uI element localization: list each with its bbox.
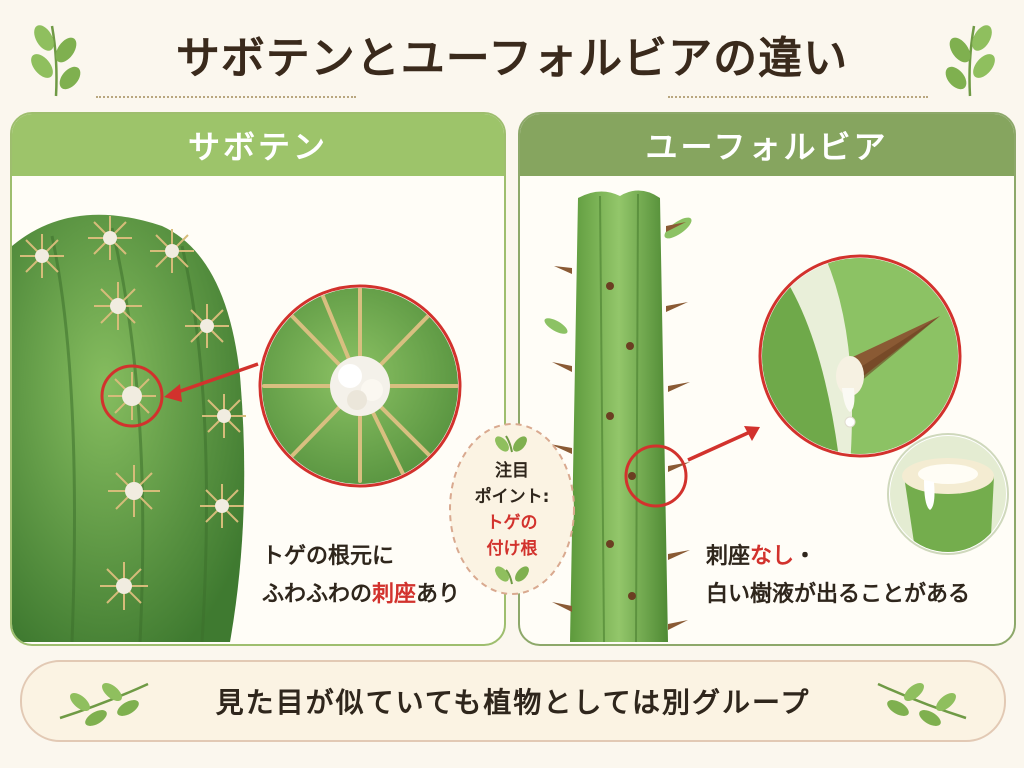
- highlight-circle: [100, 364, 164, 428]
- caption-highlight: 刺座: [372, 582, 417, 607]
- cut-stem-detail: [890, 436, 1006, 552]
- cactus-panel-heading: サボテン: [12, 114, 504, 176]
- leaf-sprig-icon: [945, 25, 995, 97]
- euphorbia-panel-heading: ユーフォルビア: [520, 114, 1014, 176]
- focus-point-highlight: トゲの: [486, 513, 538, 533]
- highlight-circle: [624, 444, 688, 508]
- caption-text: 刺座: [706, 544, 751, 569]
- cactus-panel: サボテン: [10, 112, 506, 646]
- focus-point-badge: 注目 ポイント: トゲの 付け根: [446, 420, 578, 598]
- euphorbia-illustration: [544, 190, 1009, 642]
- focus-point-line: ポイント:: [474, 487, 550, 507]
- leaf-sprig-icon: [877, 682, 967, 726]
- zoom-areole-detail: [262, 288, 458, 484]
- summary-message: 見た目が似ていても植物としては別グループ: [215, 686, 811, 719]
- badge-frame: [449, 423, 575, 595]
- title-divider-right: [668, 96, 928, 98]
- euphorbia-stem: [570, 190, 668, 642]
- cactus-caption-line2: ふわふわの刺座あり: [262, 576, 460, 614]
- euphorbia-panel: ユーフォルビア: [518, 112, 1016, 646]
- cactus-caption: トゲの根元に ふわふわの刺座あり: [262, 538, 460, 614]
- title-divider-left: [96, 96, 356, 98]
- cactus-body: [12, 214, 245, 642]
- zoom-thorn-detail: [762, 258, 958, 454]
- leaf-sprig-icon: [31, 25, 81, 97]
- focus-point-text: 注目 ポイント: トゲの 付け根: [446, 458, 578, 562]
- caption-highlight: なし: [750, 544, 795, 569]
- cactus-caption-line1: トゲの根元に: [262, 544, 395, 569]
- cactus-areoles: [20, 216, 246, 610]
- caption-text: あり: [416, 582, 461, 607]
- summary-banner: 見た目が似ていても植物としては別グループ: [20, 660, 1006, 742]
- focus-point-line: 注目: [495, 461, 529, 481]
- euphorbia-caption: 刺座なし・ 白い樹液が出ることがある: [706, 538, 970, 614]
- euphorbia-caption-line1: 刺座なし・: [706, 538, 970, 576]
- focus-point-highlight: 付け根: [486, 539, 538, 559]
- leaf-sprig-icon: [59, 682, 149, 726]
- cactus-illustration: [12, 214, 462, 642]
- pointer-arrow: [687, 430, 751, 462]
- page-title: サボテンとユーフォルビアの違い: [175, 33, 849, 84]
- euphorbia-caption-line2: 白い樹液が出ることがある: [706, 582, 971, 607]
- pointer-arrow: [171, 362, 259, 396]
- caption-text: ・: [794, 544, 817, 569]
- caption-text: ふわふわの: [262, 582, 373, 607]
